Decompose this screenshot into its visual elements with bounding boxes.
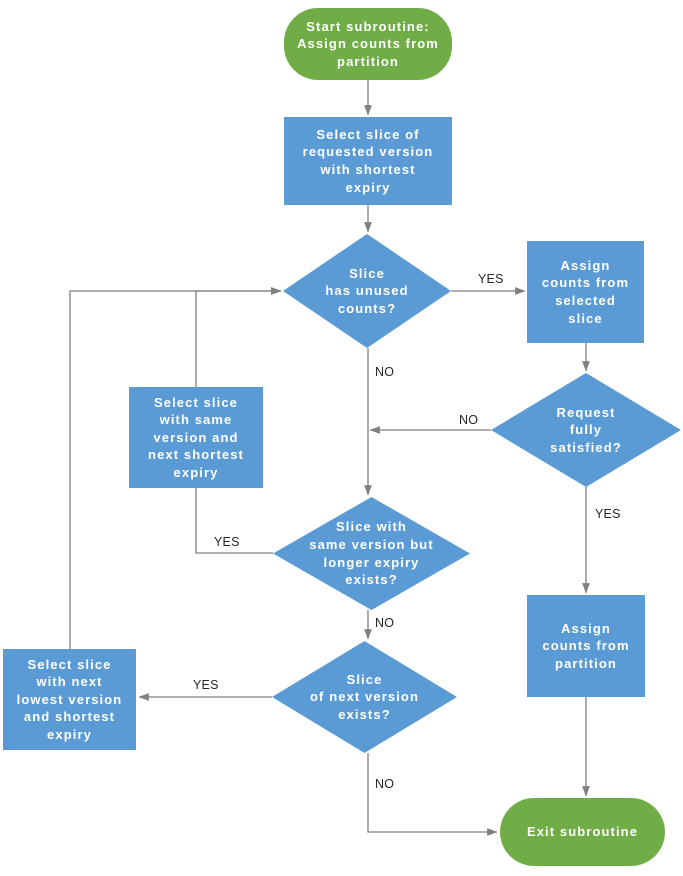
node-slice-has-unused-counts[interactable]: Slice has unused counts? [283, 234, 451, 348]
node-assign-counts-from-partition-label: Assign counts from partition [542, 620, 630, 671]
node-longer-expiry-exists-label: Slice with same version but longer expir… [309, 519, 434, 588]
node-select-requested-version-label: Select slice of requested version with s… [302, 126, 434, 195]
node-select-slice-same-version-label: Select slice with same version and next … [148, 394, 244, 480]
node-start-label: Start subroutine: Assign counts from par… [297, 18, 439, 69]
edge-label-yes-longer-expiry: YES [214, 535, 240, 549]
node-select-slice-same-version[interactable]: Select slice with same version and next … [129, 387, 263, 488]
node-assign-counts-from-partition[interactable]: Assign counts from partition [527, 595, 645, 697]
node-assign-counts-from-selected-slice-label: Assign counts from selected slice [541, 257, 630, 326]
node-select-slice-next-lowest-version-label: Select slice with next lowest version an… [16, 656, 123, 742]
edge-label-yes-unused-counts: YES [478, 272, 504, 286]
node-exit[interactable]: Exit subroutine [500, 798, 665, 866]
node-select-requested-version[interactable]: Select slice of requested version with s… [284, 117, 452, 205]
edge-label-no-next-version: NO [375, 777, 395, 791]
edge-label-no-longer-expiry: NO [375, 616, 395, 630]
edge-next-version-no-to-exit [367, 753, 498, 836]
edge-select-same-to-unused-decision [195, 287, 282, 387]
edge-label-yes-request-satisfied: YES [595, 507, 621, 521]
edge-label-yes-next-version: YES [193, 678, 219, 692]
edge-label-no-unused-counts: NO [375, 365, 395, 379]
node-request-fully-satisfied[interactable]: Request fully satisfied? [491, 373, 681, 487]
edge-label-no-request-satisfied: NO [459, 413, 479, 427]
node-assign-counts-from-selected-slice[interactable]: Assign counts from selected slice [527, 241, 644, 343]
node-start[interactable]: Start subroutine: Assign counts from par… [284, 8, 452, 80]
node-longer-expiry-exists[interactable]: Slice with same version but longer expir… [273, 497, 470, 610]
node-exit-label: Exit subroutine [526, 824, 639, 840]
node-select-slice-next-lowest-version[interactable]: Select slice with next lowest version an… [3, 649, 136, 750]
node-slice-has-unused-counts-label: Slice has unused counts? [325, 265, 409, 316]
node-request-fully-satisfied-label: Request fully satisfied? [550, 404, 622, 455]
node-next-version-exists[interactable]: Slice of next version exists? [272, 641, 457, 753]
node-next-version-exists-label: Slice of next version exists? [310, 671, 419, 722]
